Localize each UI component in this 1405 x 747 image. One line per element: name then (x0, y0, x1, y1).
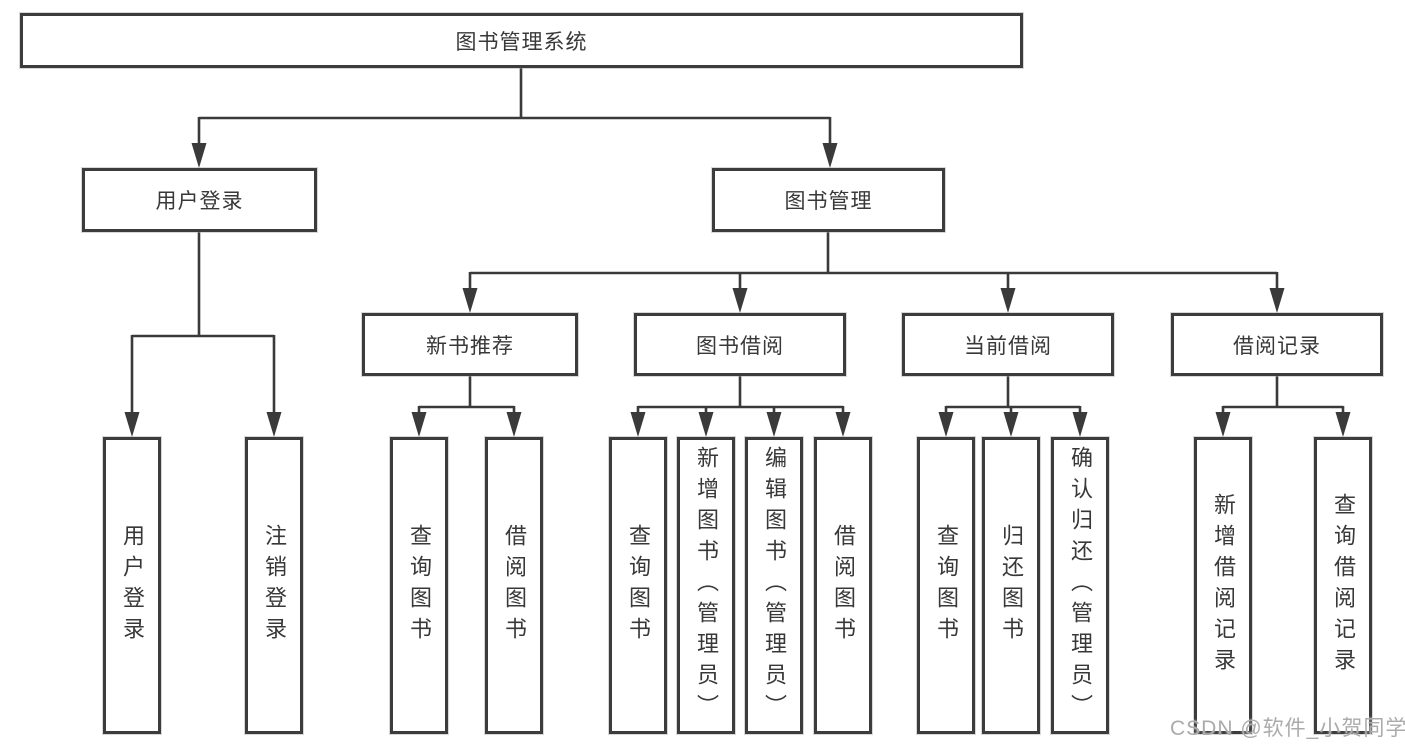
leaf-borrow-books: 借阅图书 (485, 437, 543, 734)
node-label: 新增图书（管理员） (694, 446, 719, 725)
csdn-watermark: CSDN @软件_小贺同学 (1170, 717, 1405, 740)
node-label: 查询图书 (934, 523, 959, 648)
node-label: 新增借阅记录 (1211, 492, 1236, 679)
node-new-book-recommendation: 新书推荐 (362, 313, 578, 376)
node-label: 归还图书 (999, 523, 1024, 648)
leaf-borrow-books: 借阅图书 (814, 437, 872, 734)
node-label: 查询借阅记录 (1331, 492, 1356, 679)
node-label: 查询图书 (626, 523, 651, 648)
arrowheads (124, 143, 1351, 437)
node-label: 图书管理系统 (455, 30, 588, 54)
node-label: 用户登录 (120, 523, 145, 648)
leaf-query-books: 查询图书 (390, 437, 448, 734)
node-borrowing-records: 借阅记录 (1171, 313, 1383, 376)
leaf-logout: 注销登录 (245, 437, 303, 734)
node-current-borrowing: 当前借阅 (902, 313, 1114, 376)
node-label: 注销登录 (262, 523, 287, 648)
node-library-management-system: 图书管理系统 (20, 13, 1023, 68)
node-label: 查询图书 (407, 523, 432, 648)
node-label: 新书推荐 (426, 334, 514, 358)
node-user-login: 用户登录 (82, 168, 317, 232)
node-label: 当前借阅 (964, 334, 1052, 358)
node-book-management: 图书管理 (712, 168, 945, 232)
leaf-add-borrowing-record: 新增借阅记录 (1194, 437, 1252, 734)
leaf-query-books: 查询图书 (917, 437, 975, 734)
leaf-return-books: 归还图书 (982, 437, 1040, 734)
leaf-add-books-admin: 新增图书（管理员） (677, 437, 735, 734)
node-label: 借阅图书 (831, 523, 856, 648)
node-label: 编辑图书（管理员） (762, 446, 787, 725)
node-label: 确认归还（管理员） (1068, 446, 1093, 725)
node-label: 用户登录 (155, 190, 244, 213)
node-label: 图书借阅 (696, 334, 784, 358)
node-label: 借阅记录 (1233, 334, 1321, 358)
leaf-user-login: 用户登录 (103, 437, 161, 734)
leaf-edit-books-admin: 编辑图书（管理员） (745, 437, 803, 734)
leaf-query-borrowing-record: 查询借阅记录 (1314, 437, 1372, 734)
node-label: 图书管理 (784, 190, 873, 213)
leaf-confirm-return-admin: 确认归还（管理员） (1051, 437, 1109, 734)
node-book-borrowing: 图书借阅 (634, 313, 846, 376)
node-label: 借阅图书 (502, 523, 527, 648)
leaf-query-books: 查询图书 (609, 437, 667, 734)
